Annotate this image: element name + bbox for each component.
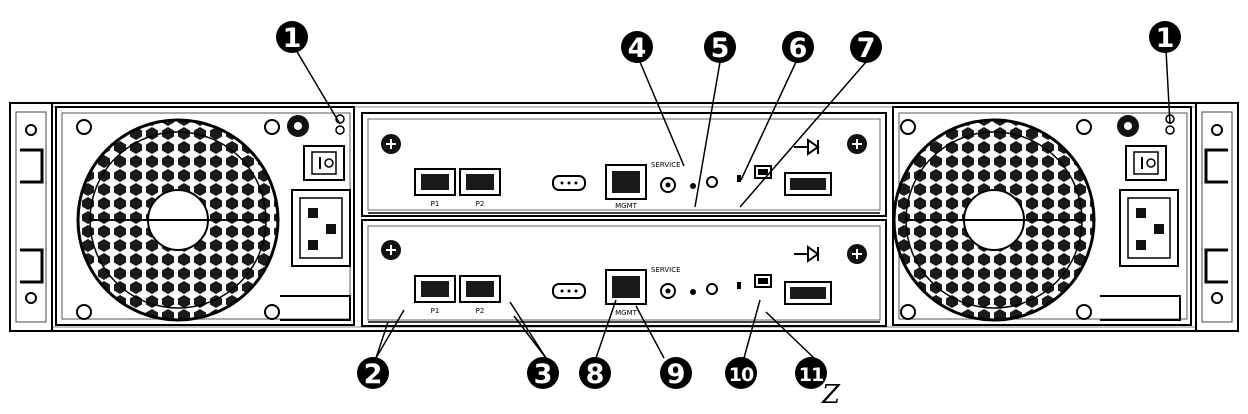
reset-button[interactable] bbox=[661, 178, 675, 192]
svg-text:1: 1 bbox=[1156, 23, 1175, 54]
thumbscrew-icon[interactable] bbox=[381, 240, 401, 260]
svg-text:11: 11 bbox=[799, 364, 823, 386]
status-led bbox=[690, 183, 696, 189]
callout-6: 6 bbox=[782, 31, 814, 64]
thumbscrew-icon[interactable] bbox=[381, 134, 401, 154]
svg-text:9: 9 bbox=[667, 359, 686, 390]
expansion-port[interactable] bbox=[785, 173, 831, 195]
ac-power-inlet[interactable] bbox=[292, 190, 350, 266]
port-label-mgmt: MGMT bbox=[615, 309, 638, 317]
svg-text:7: 7 bbox=[857, 33, 876, 64]
serial-port[interactable] bbox=[553, 176, 585, 190]
callout-4: 4 bbox=[621, 31, 653, 64]
status-led bbox=[737, 175, 741, 182]
callout-5: 5 bbox=[704, 31, 736, 64]
power-switch[interactable] bbox=[1126, 146, 1166, 180]
svg-text:4: 4 bbox=[628, 33, 647, 64]
thumbscrew-icon[interactable] bbox=[1117, 115, 1139, 137]
callout-1-right: 1 bbox=[1149, 21, 1181, 54]
port-label-p2: P2 bbox=[476, 200, 485, 208]
svg-text:6: 6 bbox=[789, 33, 808, 64]
ac-power-inlet[interactable] bbox=[1120, 190, 1178, 266]
reset-button[interactable] bbox=[661, 284, 675, 298]
callout-9: 9 bbox=[660, 357, 692, 390]
right-power-fan-module bbox=[892, 107, 1191, 325]
callout-1-left: 1 bbox=[276, 21, 308, 54]
fan-grille bbox=[76, 118, 280, 322]
svg-text:10: 10 bbox=[729, 364, 754, 386]
left-power-fan-module bbox=[56, 107, 354, 325]
serial-port[interactable] bbox=[553, 284, 585, 298]
port-label-p2: P2 bbox=[476, 307, 485, 315]
thumbscrew-icon[interactable] bbox=[847, 244, 867, 264]
svg-text:8: 8 bbox=[586, 359, 605, 390]
mini-usb-port[interactable] bbox=[755, 166, 771, 178]
figure-mark: Z bbox=[821, 380, 841, 409]
callout-2: 2 bbox=[357, 357, 389, 390]
svg-text:5: 5 bbox=[711, 33, 730, 64]
callout-10: 10 bbox=[725, 357, 757, 389]
right-mounting-ear bbox=[1196, 103, 1238, 331]
left-mounting-ear bbox=[10, 103, 52, 331]
callout-7: 7 bbox=[850, 31, 882, 64]
expansion-port[interactable] bbox=[785, 282, 831, 304]
thumbscrew-icon[interactable] bbox=[287, 115, 309, 137]
thumbscrew-icon[interactable] bbox=[847, 134, 867, 154]
fan-grille bbox=[892, 118, 1096, 322]
mini-usb-port[interactable] bbox=[755, 275, 771, 287]
port-label-p1: P1 bbox=[431, 200, 440, 208]
svg-text:1: 1 bbox=[283, 23, 302, 54]
callout-3: 3 bbox=[527, 357, 559, 390]
port-label-service: SERVICE bbox=[651, 266, 681, 274]
callout-8: 8 bbox=[579, 357, 611, 390]
svg-text:3: 3 bbox=[534, 359, 553, 390]
port-label-service: SERVICE bbox=[651, 161, 681, 169]
controller-bottom: P1 P2 MGMT SERVICE bbox=[362, 220, 886, 326]
power-switch[interactable] bbox=[304, 146, 344, 180]
port-label-p1: P1 bbox=[431, 307, 440, 315]
svg-text:2: 2 bbox=[364, 359, 383, 390]
status-led bbox=[690, 289, 696, 295]
port-label-mgmt: MGMT bbox=[615, 202, 638, 210]
status-led bbox=[737, 282, 741, 289]
